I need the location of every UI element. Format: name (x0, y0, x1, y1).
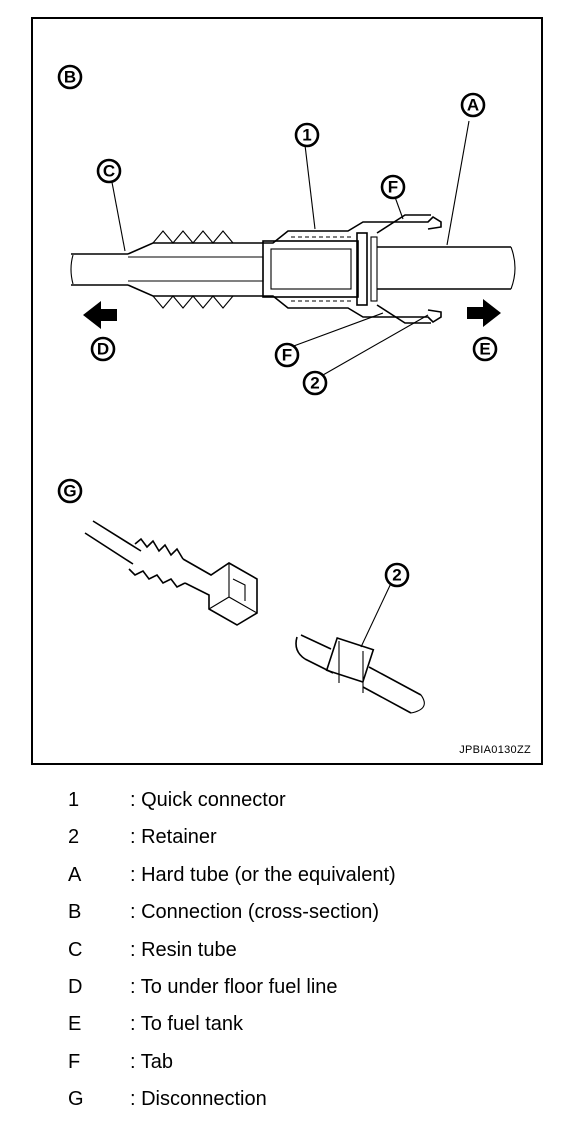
legend-text: : To fuel tank (130, 1013, 244, 1035)
legend-item: 1 : Quick connector (0, 789, 576, 819)
legend-text: : Connection (cross-section) (130, 901, 379, 923)
svg-text:E: E (479, 340, 490, 359)
arrow-right-icon (467, 299, 501, 327)
legend-item: F : Tab (0, 1051, 576, 1081)
legend-key: 1 (68, 789, 80, 811)
disconnection-view (84, 520, 425, 714)
resin-tube (71, 253, 128, 286)
svg-text:F: F (388, 178, 398, 197)
svg-text:D: D (97, 340, 109, 359)
callout-2-top: 2 (302, 370, 328, 396)
diagram-frame: B C 1 F A D F 2 E G 2 JPBIA0130ZZ (31, 17, 543, 765)
callout-a: A (460, 92, 486, 118)
legend-item: 2 : Retainer (0, 826, 576, 856)
legend-text: : Quick connector (130, 789, 286, 811)
legend-key: D (68, 976, 83, 998)
legend-key: G (68, 1088, 84, 1110)
svg-text:F: F (282, 346, 292, 365)
legend-key: E (68, 1013, 82, 1035)
legend-key: F (68, 1051, 81, 1073)
legend-item: A : Hard tube (or the equivalent) (0, 864, 576, 894)
svg-text:G: G (63, 482, 76, 501)
legend-item: B : Connection (cross-section) (0, 901, 576, 931)
hard-tube (377, 246, 511, 290)
svg-text:A: A (467, 96, 479, 115)
legend-key: 2 (68, 826, 80, 848)
callout-b: B (57, 64, 83, 90)
svg-text:2: 2 (310, 374, 319, 393)
legend-text: : Resin tube (130, 939, 237, 961)
legend-text: : Retainer (130, 826, 217, 848)
diagram-drawing: B C 1 F A D F 2 E G 2 (57, 64, 516, 714)
svg-text:B: B (64, 68, 76, 87)
legend-text: : Disconnection (130, 1088, 267, 1110)
svg-text:2: 2 (392, 566, 401, 585)
callout-1: 1 (294, 122, 320, 148)
arrow-left-icon (83, 301, 117, 329)
cross-section-view (70, 214, 516, 324)
callout-2-bottom: 2 (384, 562, 410, 588)
legend-item: G : Disconnection (0, 1088, 576, 1118)
legend-key: A (68, 864, 82, 886)
callout-d: D (90, 336, 116, 362)
retainer (325, 636, 375, 684)
figure-code: JPBIA0130ZZ (459, 744, 531, 756)
svg-text:1: 1 (302, 126, 311, 145)
callout-e: E (472, 336, 498, 362)
callout-g: G (57, 478, 83, 504)
callout-f-top: F (380, 174, 406, 200)
callout-f-bottom: F (274, 342, 300, 368)
legend-text: : Tab (130, 1051, 173, 1073)
legend-text: : To under floor fuel line (130, 976, 338, 998)
legend-text: : Hard tube (or the equivalent) (130, 864, 396, 886)
legend-item: C : Resin tube (0, 939, 576, 969)
legend-item: E : To fuel tank (0, 1013, 576, 1043)
legend-key: C (68, 939, 83, 961)
callout-c: C (96, 158, 122, 184)
legend-item: D : To under floor fuel line (0, 976, 576, 1006)
legend-key: B (68, 901, 82, 923)
svg-text:C: C (103, 162, 115, 181)
